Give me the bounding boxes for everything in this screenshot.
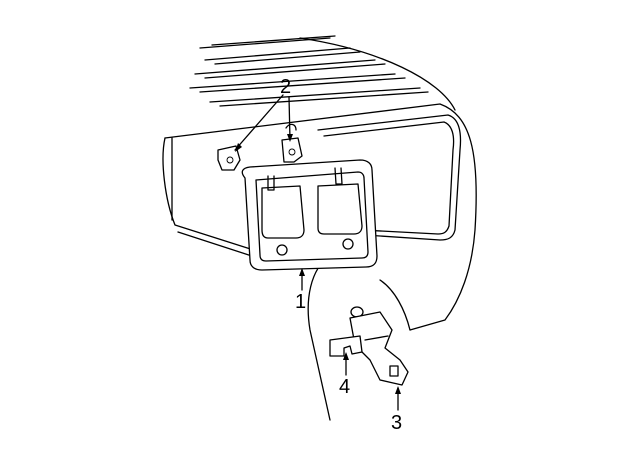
hinge-assembly	[329, 306, 409, 386]
callout-2: 2	[280, 76, 292, 98]
clip-parts	[217, 123, 303, 171]
callout-1: 1	[295, 291, 307, 313]
roof-ribs	[189, 35, 456, 111]
callout-4: 4	[339, 376, 351, 398]
callout-3: 3	[391, 412, 403, 434]
license-plate-bracket	[241, 159, 378, 271]
leader-arrowheads	[235, 134, 401, 394]
